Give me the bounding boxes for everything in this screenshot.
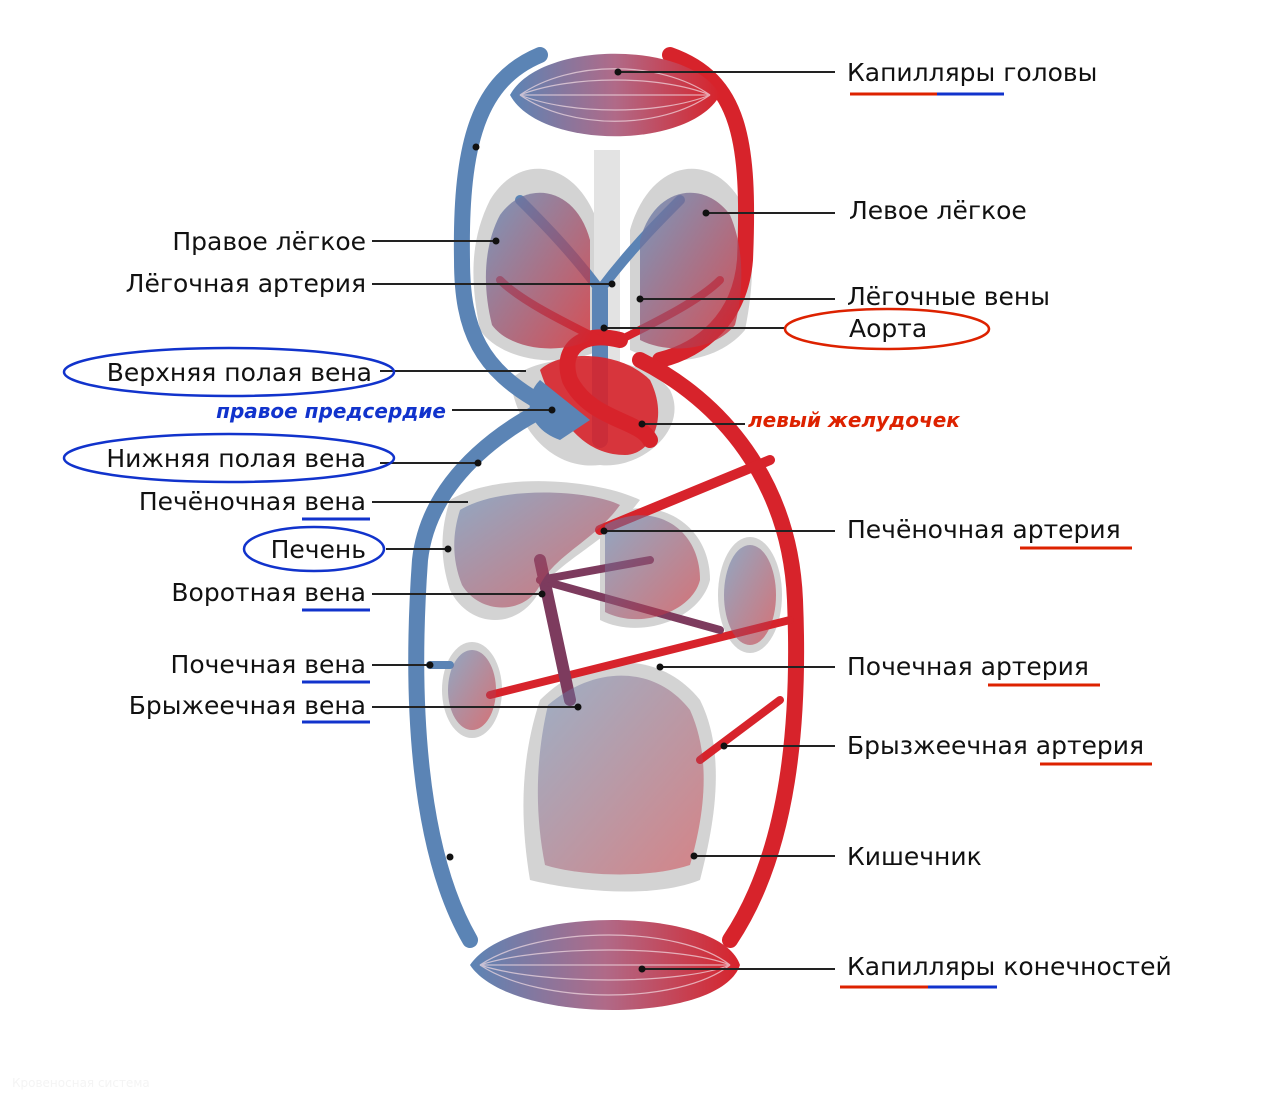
label-mesenteric-artery: Брызжеечная артерия <box>847 731 1144 760</box>
label-head-capillaries: Капилляры головы <box>847 58 1097 87</box>
circle-inferior-vena-cava <box>62 432 396 484</box>
label-liver: Печень <box>271 535 366 564</box>
label-renal-vein: Почечная вена <box>171 650 366 679</box>
annotation-right-atrium: правое предсердие <box>216 399 446 423</box>
label-pulmonary-veins: Лёгочные вены <box>847 282 1050 311</box>
label-left-lung: Левое лёгкое <box>849 196 1027 225</box>
label-aorta: Аорта <box>849 314 927 343</box>
page-title: Кровеносная система <box>12 1076 150 1090</box>
label-hepatic-artery: Печёночная артерия <box>847 515 1121 544</box>
label-inferior-vena-cava: Нижняя полая вена <box>106 444 366 473</box>
label-mesenteric-vein: Брыжеечная вена <box>129 691 366 720</box>
leader-lines <box>372 68 835 973</box>
abdominal-organs <box>448 492 776 875</box>
label-intestine: Кишечник <box>847 842 982 871</box>
label-renal-artery: Почечная артерия <box>847 652 1089 681</box>
label-right-lung: Правое лёгкое <box>172 227 366 256</box>
heart <box>529 356 659 455</box>
annotation-left-ventricle: левый желудочек <box>748 408 960 432</box>
circle-superior-vena-cava <box>62 346 396 398</box>
label-hepatic-vein: Печёночная вена <box>139 487 366 516</box>
circle-aorta <box>783 307 991 351</box>
circle-liver <box>242 525 386 573</box>
limb-capillaries <box>470 920 740 1010</box>
label-limb-capillaries: Капилляры конечностей <box>847 952 1172 981</box>
label-superior-vena-cava: Верхняя полая вена <box>107 358 372 387</box>
head-capillaries <box>510 53 720 137</box>
label-pulmonary-artery: Лёгочная артерия <box>126 269 366 298</box>
label-portal-vein: Воротная вена <box>171 578 366 607</box>
lungs <box>485 192 742 349</box>
